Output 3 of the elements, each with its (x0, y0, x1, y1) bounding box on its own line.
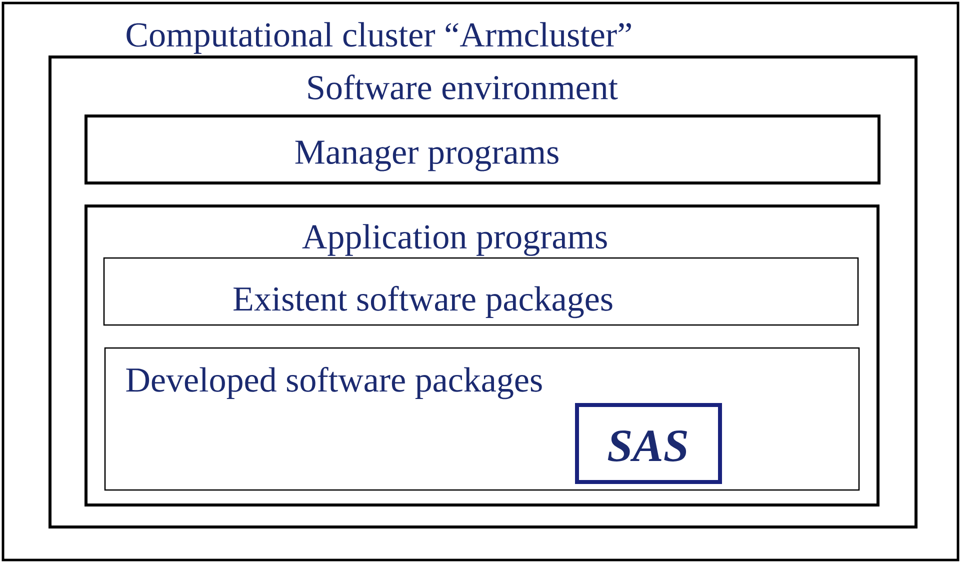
program-box: Manager programs (84, 114, 880, 184)
package-box: Existent software packages (103, 257, 859, 326)
package-box: SAS (575, 403, 722, 484)
